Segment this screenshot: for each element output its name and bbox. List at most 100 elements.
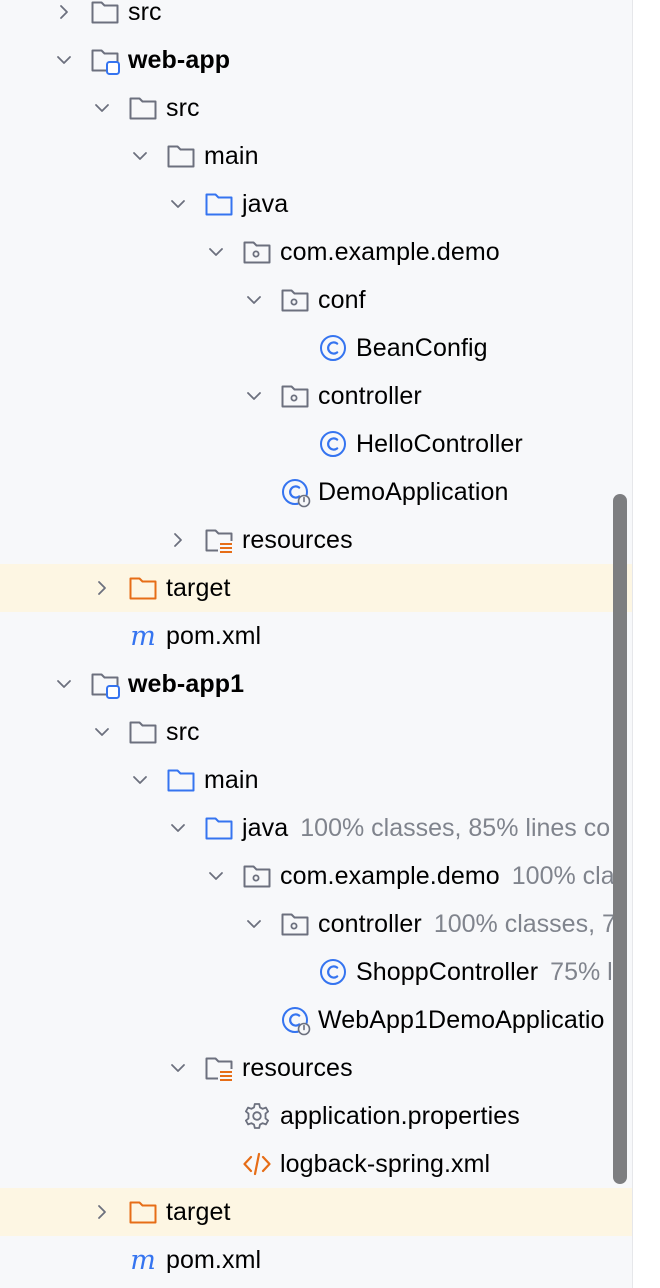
package-icon xyxy=(280,285,310,315)
tree-item-label: src xyxy=(166,93,200,122)
source-folder-icon xyxy=(204,813,234,843)
tree-item-webapp1demoapplication[interactable]: WebApp1DemoApplicatio xyxy=(0,996,632,1044)
svg-text:m: m xyxy=(130,621,156,652)
coverage-hint: 100% classes, 85% lines co xyxy=(300,813,611,842)
tree-item-src[interactable]: src xyxy=(0,84,632,132)
tree-item-label: main xyxy=(204,765,259,794)
right-panel-edge xyxy=(632,0,660,1288)
chevron-down-icon[interactable] xyxy=(166,816,190,840)
chevron-right-icon[interactable] xyxy=(90,576,114,600)
resources-folder-icon xyxy=(204,1053,234,1083)
tree-item-hellocontroller[interactable]: HelloController xyxy=(0,420,632,468)
tree-item-web-app[interactable]: web-app xyxy=(0,36,632,84)
excluded-folder-icon xyxy=(128,573,158,603)
tree-item-application-properties[interactable]: application.properties xyxy=(0,1092,632,1140)
tree-item-demoapplication[interactable]: DemoApplication xyxy=(0,468,632,516)
tree-item-pom-xml[interactable]: m pom.xml xyxy=(0,1236,632,1284)
package-icon xyxy=(242,237,272,267)
tree-item-label: com.example.demo xyxy=(280,237,500,266)
vertical-scrollbar[interactable] xyxy=(613,494,627,1184)
tree-item-label: WebApp1DemoApplicatio xyxy=(318,1005,605,1034)
chevron-down-icon[interactable] xyxy=(52,672,76,696)
tree-item-pom-xml[interactable]: m pom.xml xyxy=(0,612,632,660)
tree-item-main[interactable]: main xyxy=(0,132,632,180)
chevron-down-icon[interactable] xyxy=(242,384,266,408)
tree-item-label: BeanConfig xyxy=(356,333,488,362)
chevron-right-icon[interactable] xyxy=(90,1200,114,1224)
chevron-down-icon[interactable] xyxy=(90,96,114,120)
tree-item-controller[interactable]: controller 100% classes, 7 xyxy=(0,900,632,948)
resources-folder-icon xyxy=(204,525,234,555)
tree-item-java[interactable]: java xyxy=(0,180,632,228)
source-folder-icon xyxy=(166,765,196,795)
chevron-down-icon[interactable] xyxy=(52,48,76,72)
chevron-right-icon[interactable] xyxy=(52,0,76,24)
tree-item-label: src xyxy=(166,717,200,746)
tree-item-label: target xyxy=(166,1197,231,1226)
chevron-down-icon[interactable] xyxy=(90,720,114,744)
tree-item-target[interactable]: target xyxy=(0,1188,632,1236)
tree-item-web-app1[interactable]: web-app1 xyxy=(0,660,632,708)
tree-item-label: application.properties xyxy=(280,1101,520,1130)
tree-item-com-example-demo[interactable]: com.example.demo xyxy=(0,228,632,276)
tree-item-label: HelloController xyxy=(356,429,523,458)
chevron-down-icon[interactable] xyxy=(128,768,152,792)
tree-item-label: logback-spring.xml xyxy=(280,1149,491,1178)
class-icon xyxy=(318,957,348,987)
chevron-down-icon[interactable] xyxy=(166,1056,190,1080)
source-folder-icon xyxy=(204,189,234,219)
tree-item-label: resources xyxy=(242,525,353,554)
tree-item-label: resources xyxy=(242,1053,353,1082)
tree-item-java[interactable]: java 100% classes, 85% lines co xyxy=(0,804,632,852)
tree-item-label: java xyxy=(242,189,289,218)
tree-item-target[interactable]: target xyxy=(0,564,632,612)
coverage-hint: 75% l xyxy=(550,957,613,986)
svg-text:m: m xyxy=(130,1245,156,1276)
tree-item-label: main xyxy=(204,141,259,170)
tree-item-label: target xyxy=(166,573,231,602)
maven-icon: m xyxy=(128,1245,158,1276)
chevron-down-icon[interactable] xyxy=(166,192,190,216)
folder-icon xyxy=(90,0,120,27)
class-icon xyxy=(318,429,348,459)
chevron-down-icon[interactable] xyxy=(204,240,228,264)
tree-item-resources[interactable]: resources xyxy=(0,516,632,564)
chevron-down-icon[interactable] xyxy=(204,864,228,888)
package-icon xyxy=(242,861,272,891)
tree-item-com-example-demo[interactable]: com.example.demo 100% cla xyxy=(0,852,632,900)
spring-boot-class-icon xyxy=(280,477,311,508)
chevron-down-icon[interactable] xyxy=(242,912,266,936)
excluded-folder-icon xyxy=(128,1197,158,1227)
chevron-down-icon[interactable] xyxy=(242,288,266,312)
chevron-down-icon[interactable] xyxy=(128,144,152,168)
tree-item-beanconfig[interactable]: BeanConfig xyxy=(0,324,632,372)
tree-item-src[interactable]: src xyxy=(0,708,632,756)
tree-item-label: web-app1 xyxy=(128,669,245,698)
project-tree: src web-app src main java com.example.de… xyxy=(0,0,632,1284)
tree-item-controller[interactable]: controller xyxy=(0,372,632,420)
tree-item-shoppcontroller[interactable]: ShoppController 75% l xyxy=(0,948,632,996)
tree-item-label: DemoApplication xyxy=(318,477,509,506)
chevron-right-icon[interactable] xyxy=(166,528,190,552)
tree-item-resources[interactable]: resources xyxy=(0,1044,632,1092)
tree-item-src[interactable]: src xyxy=(0,0,632,36)
folder-icon xyxy=(128,93,158,123)
tree-item-label: pom.xml xyxy=(166,1245,262,1274)
tree-item-label: controller xyxy=(318,381,422,410)
folder-icon xyxy=(128,717,158,747)
package-icon xyxy=(280,909,310,939)
tree-item-label: controller xyxy=(318,909,422,938)
xml-icon xyxy=(242,1149,272,1179)
coverage-hint: 100% classes, 7 xyxy=(433,909,616,938)
coverage-hint: 100% cla xyxy=(511,861,615,890)
package-icon xyxy=(280,381,310,411)
tree-item-logback-spring-xml[interactable]: logback-spring.xml xyxy=(0,1140,632,1188)
tree-item-label: com.example.demo xyxy=(280,861,500,890)
tree-item-main[interactable]: main xyxy=(0,756,632,804)
gear-icon xyxy=(242,1101,272,1131)
tree-item-conf[interactable]: conf xyxy=(0,276,632,324)
tree-item-label: java xyxy=(242,813,289,842)
module-icon xyxy=(90,45,120,75)
tree-item-label: pom.xml xyxy=(166,621,262,650)
module-icon xyxy=(90,669,120,699)
